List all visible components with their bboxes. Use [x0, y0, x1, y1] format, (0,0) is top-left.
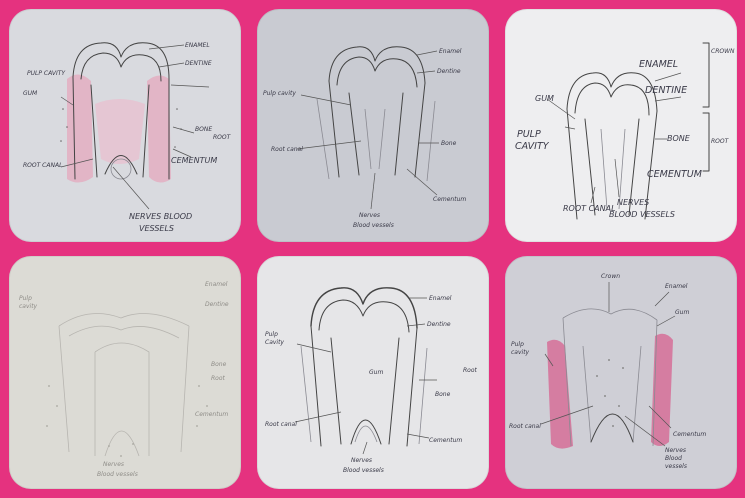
- label-vessels: BLOOD VESSELS: [609, 210, 675, 219]
- label-cementum: Cementum: [195, 411, 228, 418]
- label-cementum: Cementum: [673, 431, 706, 438]
- tooth-sketch-3: CROWN ENAMEL DENTINE GUM PULP CAVITY ROO…: [505, 9, 737, 242]
- collage-grid: ENAMEL DENTINE GUM PULP CAVITY BONE ROOT…: [9, 9, 736, 489]
- label-gum: GUM: [535, 94, 554, 103]
- label-bone: Bone: [211, 361, 227, 368]
- label-cavity: Cavity: [265, 339, 284, 346]
- tooth-drawing-6: Crown Enamel Gum Pulp cavity Root canal …: [505, 256, 737, 489]
- label-enamel: Enamel: [665, 283, 688, 290]
- label-cavity: CAVITY: [515, 141, 550, 152]
- label-root: ROOT: [213, 134, 232, 141]
- tooth-drawing-1: ENAMEL DENTINE GUM PULP CAVITY BONE ROOT…: [9, 9, 241, 242]
- label-gum: Gum: [369, 369, 383, 376]
- tooth-sketch-5: Enamel Dentine Pulp Cavity Gum Bone Root…: [257, 256, 489, 489]
- label-vessels: Blood vessels: [97, 471, 138, 478]
- label-dentine: Dentine: [205, 301, 229, 308]
- label-vessels: Blood: [665, 455, 682, 462]
- label-pulp: Pulp: [19, 295, 32, 302]
- label-dentine: Dentine: [437, 68, 461, 75]
- tooth-sketch-6: Crown Enamel Gum Pulp cavity Root canal …: [505, 256, 737, 489]
- label-dentine: Dentine: [427, 321, 451, 328]
- tooth-drawing-4: Pulp cavity Enamel Dentine Bone Root Cem…: [9, 256, 241, 489]
- label-crown: Crown: [601, 273, 620, 280]
- label-bone: Bone: [435, 391, 451, 398]
- label-pulp: Pulp: [511, 341, 524, 348]
- label-enamel: ENAMEL: [185, 42, 210, 49]
- label-nerves: Nerves: [665, 447, 686, 454]
- label-root-canal: ROOT CANAL: [563, 204, 616, 213]
- label-cementum: Cementum: [433, 196, 466, 203]
- label-bone: BONE: [195, 126, 212, 133]
- label-cementum: Cementum: [429, 437, 462, 444]
- label-cementum: CEMENTUM: [647, 169, 702, 180]
- label-dentine: DENTINE: [645, 85, 687, 96]
- tooth-sketch-4: Pulp cavity Enamel Dentine Bone Root Cem…: [9, 256, 241, 489]
- tooth-drawing-5: Enamel Dentine Pulp Cavity Gum Bone Root…: [257, 256, 489, 489]
- label-vessels-2: vessels: [665, 463, 687, 470]
- label-vessels: VESSELS: [139, 224, 174, 233]
- tooth-drawing-2: Enamel Dentine Pulp cavity Root canal Bo…: [257, 9, 489, 242]
- label-root: ROOT: [711, 138, 730, 145]
- label-root-canal: Root canal: [509, 423, 541, 430]
- label-cavity: cavity: [19, 303, 38, 310]
- label-enamel: ENAMEL: [639, 59, 678, 70]
- label-nerves: NERVES BLOOD: [129, 212, 192, 221]
- label-dentine: DENTINE: [185, 60, 212, 67]
- tooth-sketch-2: Enamel Dentine Pulp cavity Root canal Bo…: [257, 9, 489, 242]
- label-enamel: Enamel: [439, 48, 462, 55]
- tooth-drawing-3: CROWN ENAMEL DENTINE GUM PULP CAVITY ROO…: [505, 9, 737, 242]
- label-nerves: Nerves: [351, 457, 372, 464]
- label-pulp: Pulp cavity: [263, 90, 296, 97]
- tooth-sketch-1: ENAMEL DENTINE GUM PULP CAVITY BONE ROOT…: [9, 9, 241, 242]
- label-root-canal: Root canal: [271, 146, 303, 153]
- label-nerves: NERVES: [617, 198, 649, 207]
- label-root: Root: [211, 375, 226, 382]
- label-crown: CROWN: [711, 48, 735, 55]
- label-gum: Gum: [675, 309, 689, 316]
- label-pulp: Pulp: [265, 331, 278, 338]
- label-enamel: Enamel: [205, 281, 228, 288]
- label-root: Root: [463, 367, 478, 374]
- label-cementum: CEMENTUM: [171, 156, 217, 165]
- label-vessels: Blood vessels: [353, 222, 394, 229]
- label-enamel: Enamel: [429, 295, 452, 302]
- label-bone: BONE: [667, 134, 691, 143]
- label-root-canal: ROOT CANAL: [23, 162, 62, 169]
- label-vessels: Blood vessels: [343, 467, 384, 474]
- label-gum: GUM: [23, 90, 38, 97]
- label-nerves: Nerves: [359, 212, 380, 219]
- label-pulp: PULP: [517, 129, 541, 140]
- label-nerves: Nerves: [103, 461, 124, 468]
- label-root-canal: Root canal: [265, 421, 297, 428]
- label-cavity: cavity: [511, 349, 530, 356]
- label-bone: Bone: [441, 140, 457, 147]
- label-pulp-cavity: PULP CAVITY: [27, 70, 66, 77]
